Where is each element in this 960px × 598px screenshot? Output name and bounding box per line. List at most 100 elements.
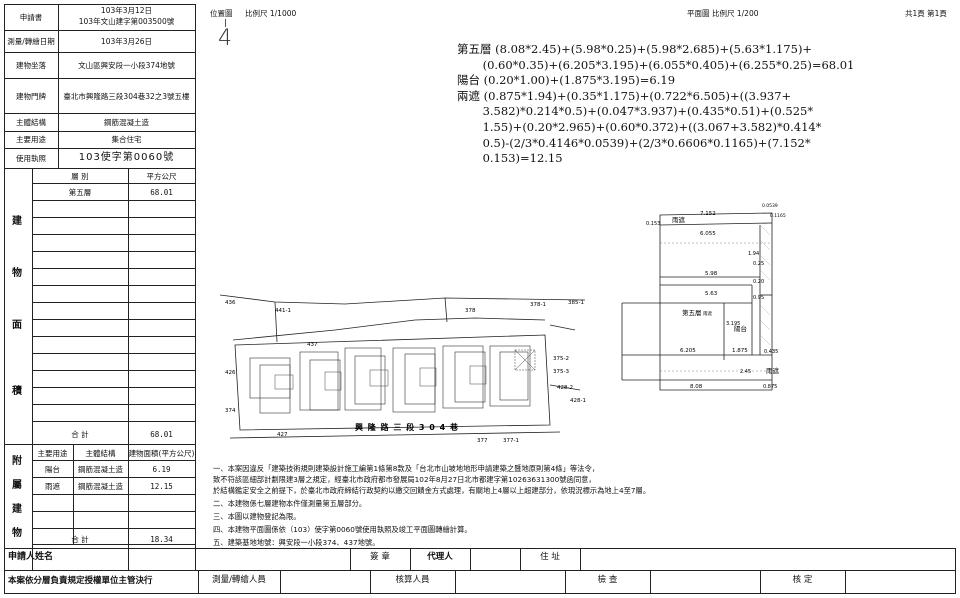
- annex-header-use: 主要用途: [37, 449, 68, 458]
- note-5: 五、建築基地地號：興安段一小段374、437地號。: [213, 538, 380, 547]
- formula-line-4: 兩遮 (0.875*1.94)+(0.35*1.175)+(0.722*6.50…: [457, 89, 792, 103]
- location-map-scale: 比例尺 1/1000: [245, 9, 297, 18]
- use-permit: 103使字第0060號: [78, 152, 175, 163]
- dim-808: 8.08: [690, 384, 703, 390]
- main-use: 集合住宅: [111, 135, 142, 144]
- parcel-377-1: 377-1: [503, 438, 519, 444]
- building-address: 臺北市興隆路三段304巷32之3號五樓: [63, 92, 190, 101]
- parcel-375-2: 375-2: [553, 356, 569, 362]
- annex-side-char-4: 物: [12, 528, 22, 539]
- formula-line-2: (0.60*0.35)+(6.205*3.195)+(6.055*0.405)+…: [457, 58, 855, 72]
- dim-245: 2.45: [740, 369, 751, 375]
- dim-3195: 3.195: [726, 321, 740, 327]
- main-total-label: 合 計: [71, 430, 89, 439]
- surveyor-label: 測量/轉繪人員: [212, 575, 266, 585]
- annex-header-structure: 主體結構: [85, 449, 116, 458]
- row-label-permit: 使用執照: [16, 154, 46, 163]
- dim-00539: 0.0539: [762, 203, 778, 209]
- annex-header-area: 建物面積(平方公尺): [128, 449, 195, 458]
- plan-label-canopy-right: 雨遮: [766, 366, 780, 375]
- annex-row-2-area: 12.15: [150, 482, 173, 491]
- address-label: 住 址: [540, 552, 560, 562]
- note-4: 四、本建物平面圖係依（103）使字第0060號使用執照及竣工平面圖轉繪計算。: [213, 525, 472, 534]
- parcel-375-3: 375-3: [553, 369, 569, 375]
- application-date: 103年3月12日: [100, 6, 153, 15]
- parcel-378-1: 378-1: [530, 302, 546, 308]
- plan-label-fifth-floor: 第五層: [682, 308, 702, 317]
- building-location: 文山區興安段一小段374地號: [78, 61, 175, 70]
- plan-label-balcony: 陽台: [734, 324, 747, 333]
- application-number: 103年文山建字第003500號: [78, 17, 175, 26]
- parcel-377: 377: [477, 438, 488, 444]
- plan-label-room-tag: 雨遮: [703, 310, 712, 317]
- page-info: 共1頁 第1頁: [905, 9, 947, 18]
- dim-095: 0.95: [753, 295, 764, 301]
- floor-plan-label: 平面圖: [687, 9, 710, 18]
- dim-0875: 0.875: [763, 384, 777, 390]
- main-header-floor: 層 別: [71, 172, 89, 181]
- parcel-426: 426: [225, 370, 236, 376]
- row-label-address: 建物門牌: [16, 92, 46, 101]
- plan-label-canopy-top: 雨遮: [672, 215, 686, 224]
- row-label-location: 建物坐落: [16, 61, 46, 70]
- main-side-char-2: 物: [12, 268, 22, 279]
- note-1-line-2: 致不符該區細部計劃限建3層之規定，經臺北市政府都市發展局102年8月27日北市都…: [213, 475, 596, 484]
- annex-row-1-area: 6.19: [152, 465, 171, 474]
- inspect-label: 檢 查: [597, 575, 618, 585]
- note-1-line-3: 於結構鑑定安全之前提下，於臺北市政府締結行政契約以繳交回饋金方式處理，有關地上4…: [213, 486, 651, 495]
- road-label: 興 隆 路 三 段 3 0 4 巷: [355, 422, 459, 432]
- main-total-value: 68.01: [150, 430, 173, 439]
- formula-line-1: 第五層 (8.08*2.45)+(5.98*0.25)+(5.98*2.685)…: [457, 42, 813, 56]
- parcel-428-1: 428-1: [570, 398, 586, 404]
- annex-row-2-use: 雨遮: [45, 482, 60, 491]
- row-label-application: 申請書: [19, 13, 43, 22]
- row-label-structure: 主體結構: [16, 118, 46, 127]
- annex-side-char-2: 屬: [12, 480, 22, 491]
- annex-side-char-1: 附: [12, 456, 22, 467]
- note-3: 三、本圖以建物登記為限。: [213, 512, 301, 521]
- note-1-line-1: 一、本案因違反「建築技術規則建築設計施工編第1條第8款及「台北市山坡地地形申請建…: [213, 464, 600, 473]
- approve-label: 核 定: [792, 575, 813, 585]
- parcel-385-1: 385-1: [568, 300, 584, 306]
- main-side-char-1: 建: [12, 216, 22, 227]
- annex-side-char-3: 建: [12, 504, 22, 515]
- note-2: 二、本建物係七層建物本件僅測量第五層部分。: [213, 499, 367, 508]
- annex-total-value: 18.34: [150, 535, 173, 544]
- survey-date: 103年3月26日: [100, 37, 153, 46]
- parcel-428-2: 428-2: [557, 385, 573, 391]
- dim-6205: 6.205: [680, 348, 696, 354]
- dim-0435: 0.435: [764, 349, 778, 355]
- authorization-note: 本案依分層負責規定授權單位主管決行: [8, 576, 153, 586]
- dim-01165: 0.1165: [770, 213, 786, 219]
- location-map: 436 441-1 378 378-1 385-1 437 426 427 37…: [219, 294, 586, 444]
- floor-plan-scale: 比例尺 1/200: [712, 9, 759, 18]
- dim-025: 0.25: [753, 261, 764, 267]
- dim-6055: 6.055: [700, 231, 716, 237]
- formula-line-7: 0.5)-(2/3*0.4146*0.0539)+(2/3*0.6606*0.1…: [457, 136, 811, 150]
- dim-563: 5.63: [705, 291, 718, 297]
- parcel-437: 437: [307, 342, 318, 348]
- dim-1875: 1.875: [732, 348, 748, 354]
- main-side-char-4: 積: [12, 386, 22, 397]
- checker-label: 核算人員: [395, 575, 430, 585]
- parcel-436: 436: [225, 300, 236, 306]
- row-label-use: 主要用途: [16, 135, 46, 144]
- formula-line-8: 0.153)=12.15: [457, 151, 563, 165]
- agent-label: 代理人: [427, 552, 453, 562]
- main-side-char-3: 面: [12, 320, 22, 331]
- drawing-number: 4: [218, 26, 232, 51]
- formula-line-5: 3.582)*0.214*0.5)+(0.047*3.937)+(0.435*0…: [457, 104, 814, 118]
- dim-7152: 7.152: [700, 211, 716, 217]
- parcel-378: 378: [465, 308, 476, 314]
- location-map-label: 位置圖: [210, 9, 233, 18]
- annex-total-label: 合 計: [71, 535, 89, 544]
- dim-598: 5.98: [705, 271, 718, 277]
- formula-line-6: 1.55)+(0.20*2.965)+(0.60*0.372)+((3.067+…: [457, 120, 822, 134]
- main-structure: 鋼筋混凝土造: [104, 118, 149, 127]
- seal-label: 簽 章: [370, 552, 390, 562]
- annex-row-1-structure: 鋼筋混凝土造: [78, 465, 123, 474]
- dim-020: 0.20: [753, 279, 764, 285]
- dim-194: 1.94: [748, 251, 759, 257]
- formula-line-3: 陽台 (0.20*1.00)+(1.875*3.195)=6.19: [457, 73, 676, 87]
